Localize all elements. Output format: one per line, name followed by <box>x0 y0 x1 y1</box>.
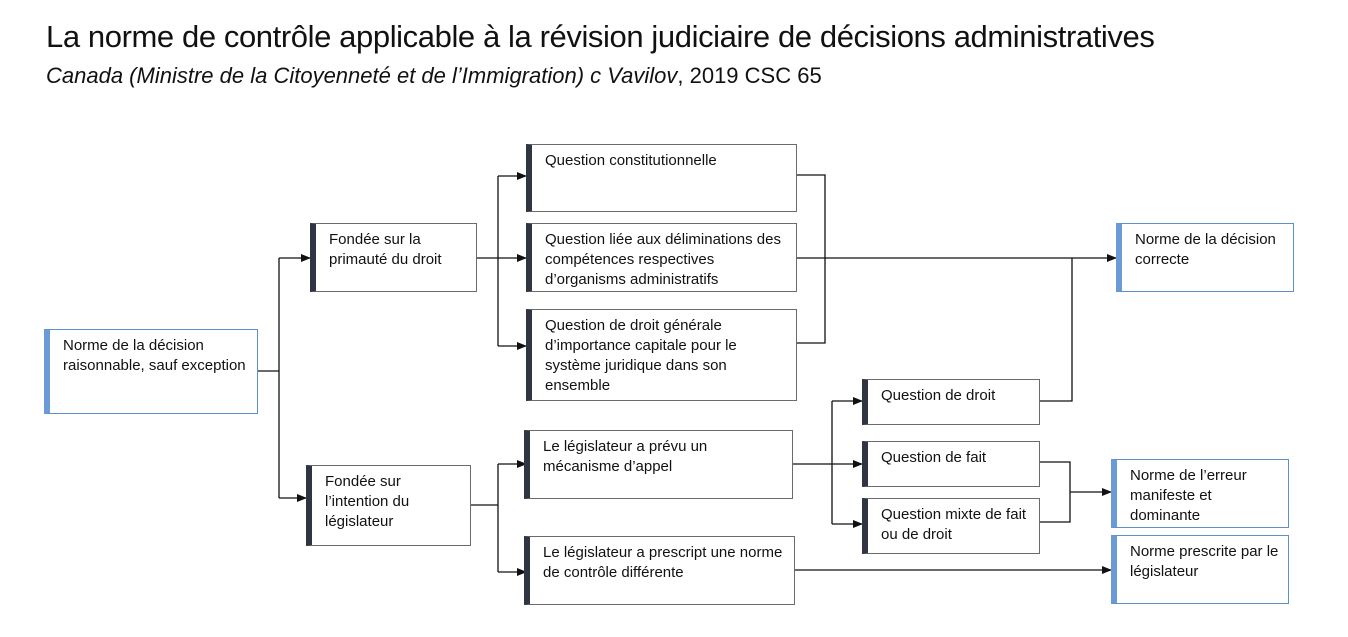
node-prescript: Le législateur a prescript une norme de … <box>524 536 795 605</box>
case-citation: , 2019 CSC 65 <box>677 63 822 88</box>
node-appel: Le législateur a prévu un mécanisme d’ap… <box>524 430 793 499</box>
node-question-droit: Question de droit <box>862 379 1040 425</box>
connector-primaute <box>477 176 499 346</box>
node-droit-generale: Question de droit générale d’importance … <box>526 309 797 401</box>
connector-root <box>258 258 280 498</box>
connector-question-droit-correcte <box>1040 258 1073 402</box>
node-intention: Fondée sur l’intention du législateur <box>306 465 471 546</box>
connector-intention <box>471 464 499 572</box>
connector-merge-erreur <box>1040 461 1071 523</box>
node-prescrite: Norme prescrite par le législateur <box>1111 535 1289 604</box>
node-question-mixte: Question mixte de fait ou de droit <box>862 498 1040 554</box>
connector-merge-correcte <box>797 174 826 344</box>
node-question-fait: Question de fait <box>862 441 1040 487</box>
page-title: La norme de contrôle applicable à la rév… <box>46 19 1155 54</box>
node-correcte: Norme de la décision correcte <box>1116 223 1294 292</box>
page-subtitle: Canada (Ministre de la Citoyenneté et de… <box>46 62 822 90</box>
node-delimitations: Question liée aux déliminations des comp… <box>526 223 797 292</box>
case-name: Canada (Ministre de la Citoyenneté et de… <box>46 63 678 88</box>
node-constitutionnelle: Question constitutionnelle <box>526 144 797 212</box>
node-raisonnable: Norme de la décision raisonnable, sauf e… <box>44 329 258 414</box>
node-primaute: Fondée sur la primauté du droit <box>310 223 477 292</box>
node-erreur: Norme de l’erreur manifeste et dominante <box>1111 459 1289 528</box>
connector-appel <box>793 401 833 524</box>
